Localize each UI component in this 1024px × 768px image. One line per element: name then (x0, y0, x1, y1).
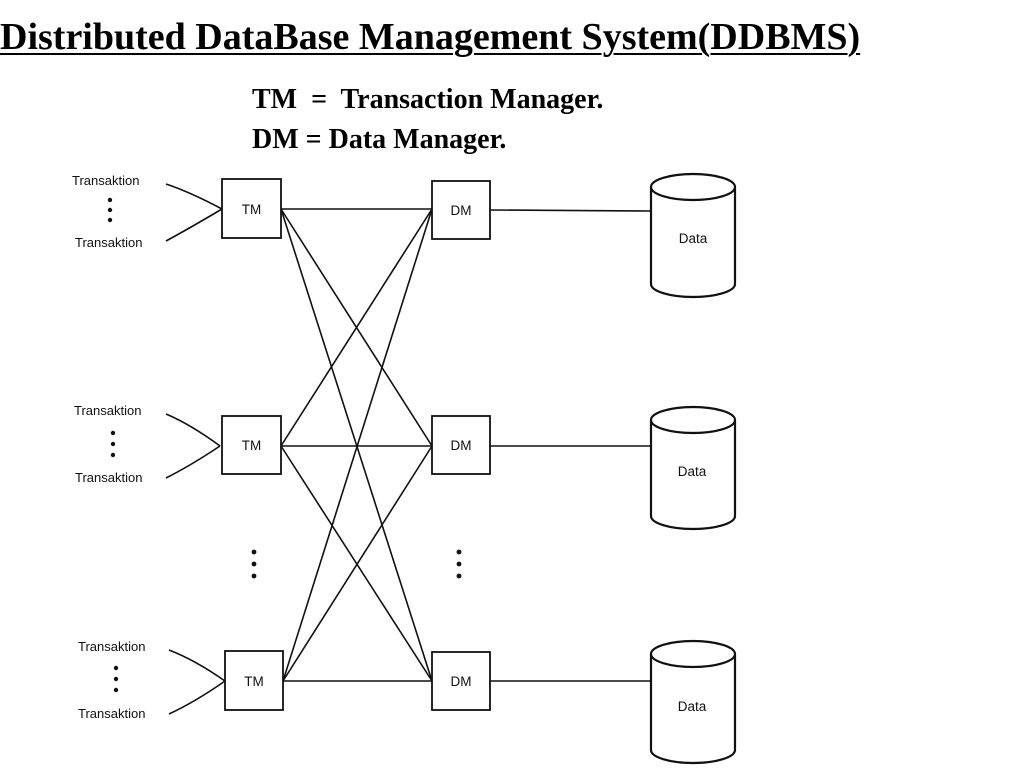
more-sites-ellipsis (251, 549, 462, 579)
transaction-label: Transaktion (75, 470, 142, 485)
transaction-link (165, 413, 221, 447)
tm-box-3: TM (224, 650, 284, 711)
tm-label: TM (244, 674, 264, 689)
transaction-group-2: Transaktion Transaktion (74, 403, 221, 485)
transaction-link (168, 649, 226, 682)
database-cylinder-icon (649, 639, 737, 765)
tm-box-frame (221, 178, 282, 239)
transaction-link (168, 680, 226, 715)
data-label: Data (678, 464, 707, 479)
ellipsis-dot (251, 561, 257, 567)
transaction-link (165, 183, 223, 210)
database-cylinder-icon (649, 172, 737, 299)
ellipsis-dot (251, 549, 257, 555)
tm-box-frame (224, 650, 284, 711)
dm-label: DM (451, 438, 472, 453)
ellipsis-dot (113, 676, 119, 682)
site-2: Transaktion Transaktion TM DM Data (74, 403, 737, 531)
ellipsis-dot (456, 573, 462, 579)
legend: TM = Transaction Manager. DM = Data Mana… (252, 86, 603, 154)
ellipsis-dot (113, 687, 119, 693)
transaction-label: Transaktion (74, 403, 141, 418)
ellipsis-dot (113, 665, 119, 671)
transaction-label: Transaktion (78, 639, 145, 654)
site-1: Transaktion Transaktion TM DM Data (72, 172, 737, 299)
database-cylinder-top-rim (649, 653, 737, 669)
ellipsis-dot (456, 561, 462, 567)
ellipsis-dot (107, 207, 113, 213)
link-tm2-dm3 (280, 445, 433, 682)
data-store-3: Data (649, 639, 737, 765)
transaction-link (165, 208, 223, 242)
tm-dm-connections (280, 208, 433, 682)
data-store-2: Data (649, 405, 737, 531)
link-tm2-dm1 (280, 208, 433, 447)
site-3: Transaktion Transaktion TM DM Data (78, 639, 737, 765)
ellipsis-dot (251, 573, 257, 579)
dm-box-3: DM (431, 651, 491, 711)
dm-box-frame (431, 651, 491, 711)
ellipsis-dot (107, 217, 113, 223)
transaction-label: Transaktion (72, 173, 139, 188)
dm-label: DM (451, 674, 472, 689)
transaction-group-3: Transaktion Transaktion (78, 639, 226, 721)
ellipsis-dot (110, 441, 116, 447)
link-tm3-dm1 (282, 208, 433, 682)
database-cylinder-top-rim (649, 186, 737, 202)
ellipsis-dot (110, 452, 116, 458)
dm-box-2: DM (431, 415, 491, 475)
database-cylinder-icon (649, 405, 737, 531)
tm-label: TM (242, 202, 262, 217)
link-dm1-data1 (489, 209, 652, 212)
page-title: Distributed DataBase Management System(D… (0, 16, 861, 58)
transaction-label: Transaktion (78, 706, 145, 721)
link-tm3-dm2 (282, 445, 433, 682)
link-tm1-dm3 (280, 208, 433, 682)
data-label: Data (679, 231, 708, 246)
ellipsis-dot (107, 197, 113, 203)
database-cylinder-top-rim (649, 419, 737, 435)
dm-box-frame (431, 415, 491, 475)
tm-box-1: TM (221, 178, 282, 239)
dm-box-1: DM (431, 180, 491, 240)
ellipsis-dot (456, 549, 462, 555)
dm-label: DM (451, 203, 472, 218)
transaction-group-1: Transaktion Transaktion (72, 173, 223, 250)
data-store-1: Data (649, 172, 737, 299)
dm-data-connections (489, 209, 652, 682)
dm-box-frame (431, 180, 491, 240)
legend-dm-definition: DM = Data Manager. (252, 124, 507, 155)
legend-tm-definition: TM = Transaction Manager. (252, 84, 604, 115)
transaction-link (165, 445, 221, 479)
tm-box-2: TM (221, 415, 282, 475)
ellipsis-dot (110, 430, 116, 436)
tm-box-frame (221, 415, 282, 475)
transaction-label: Transaktion (75, 235, 142, 250)
tm-label: TM (242, 438, 262, 453)
data-label: Data (678, 699, 707, 714)
